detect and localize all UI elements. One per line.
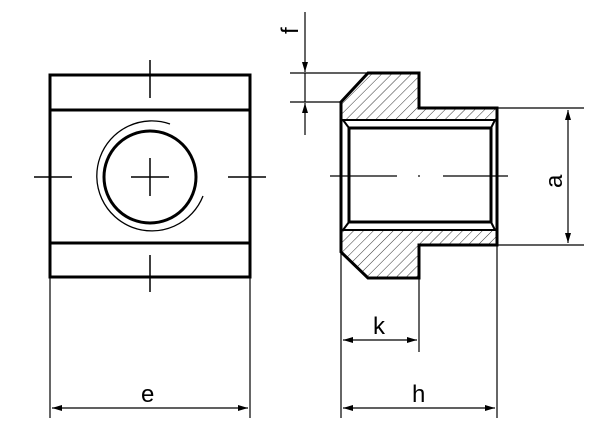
label-a: a bbox=[541, 174, 568, 188]
front-view bbox=[34, 60, 266, 418]
bore-circle bbox=[102, 129, 198, 225]
label-f: f bbox=[277, 27, 304, 34]
label-k: k bbox=[373, 313, 386, 340]
label-e: e bbox=[141, 381, 154, 408]
center-lines bbox=[34, 60, 266, 292]
label-h: h bbox=[412, 381, 425, 408]
thread-arc bbox=[96, 120, 204, 232]
section-view bbox=[290, 12, 584, 418]
